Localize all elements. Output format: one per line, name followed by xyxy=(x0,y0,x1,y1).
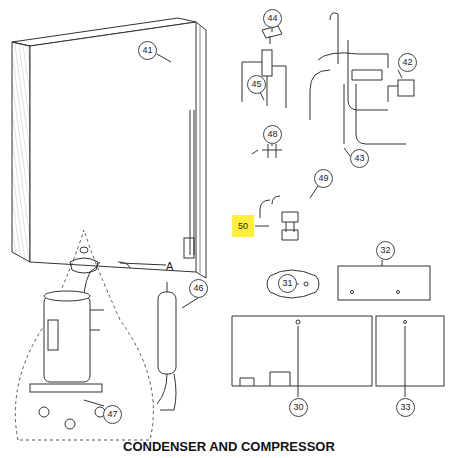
callout-number: 50 xyxy=(232,215,254,237)
diagram-title: CONDENSER AND COMPRESSOR xyxy=(123,439,335,454)
callout-number: 49 xyxy=(314,169,333,188)
callout-number: 46 xyxy=(189,279,208,298)
part-letter: A xyxy=(166,260,173,272)
callout-number: 43 xyxy=(350,149,369,168)
callout-number: 41 xyxy=(138,41,157,60)
callout-number: 31 xyxy=(278,274,297,293)
callout-number: 42 xyxy=(398,53,417,72)
callout-number: 30 xyxy=(289,398,308,417)
callout-number: 48 xyxy=(263,125,282,144)
callout-number: 44 xyxy=(263,9,282,28)
callout-number: 45 xyxy=(247,75,266,94)
callout-number: 47 xyxy=(103,405,122,424)
callout-number: 33 xyxy=(396,398,415,417)
callout-number: 32 xyxy=(376,241,395,260)
